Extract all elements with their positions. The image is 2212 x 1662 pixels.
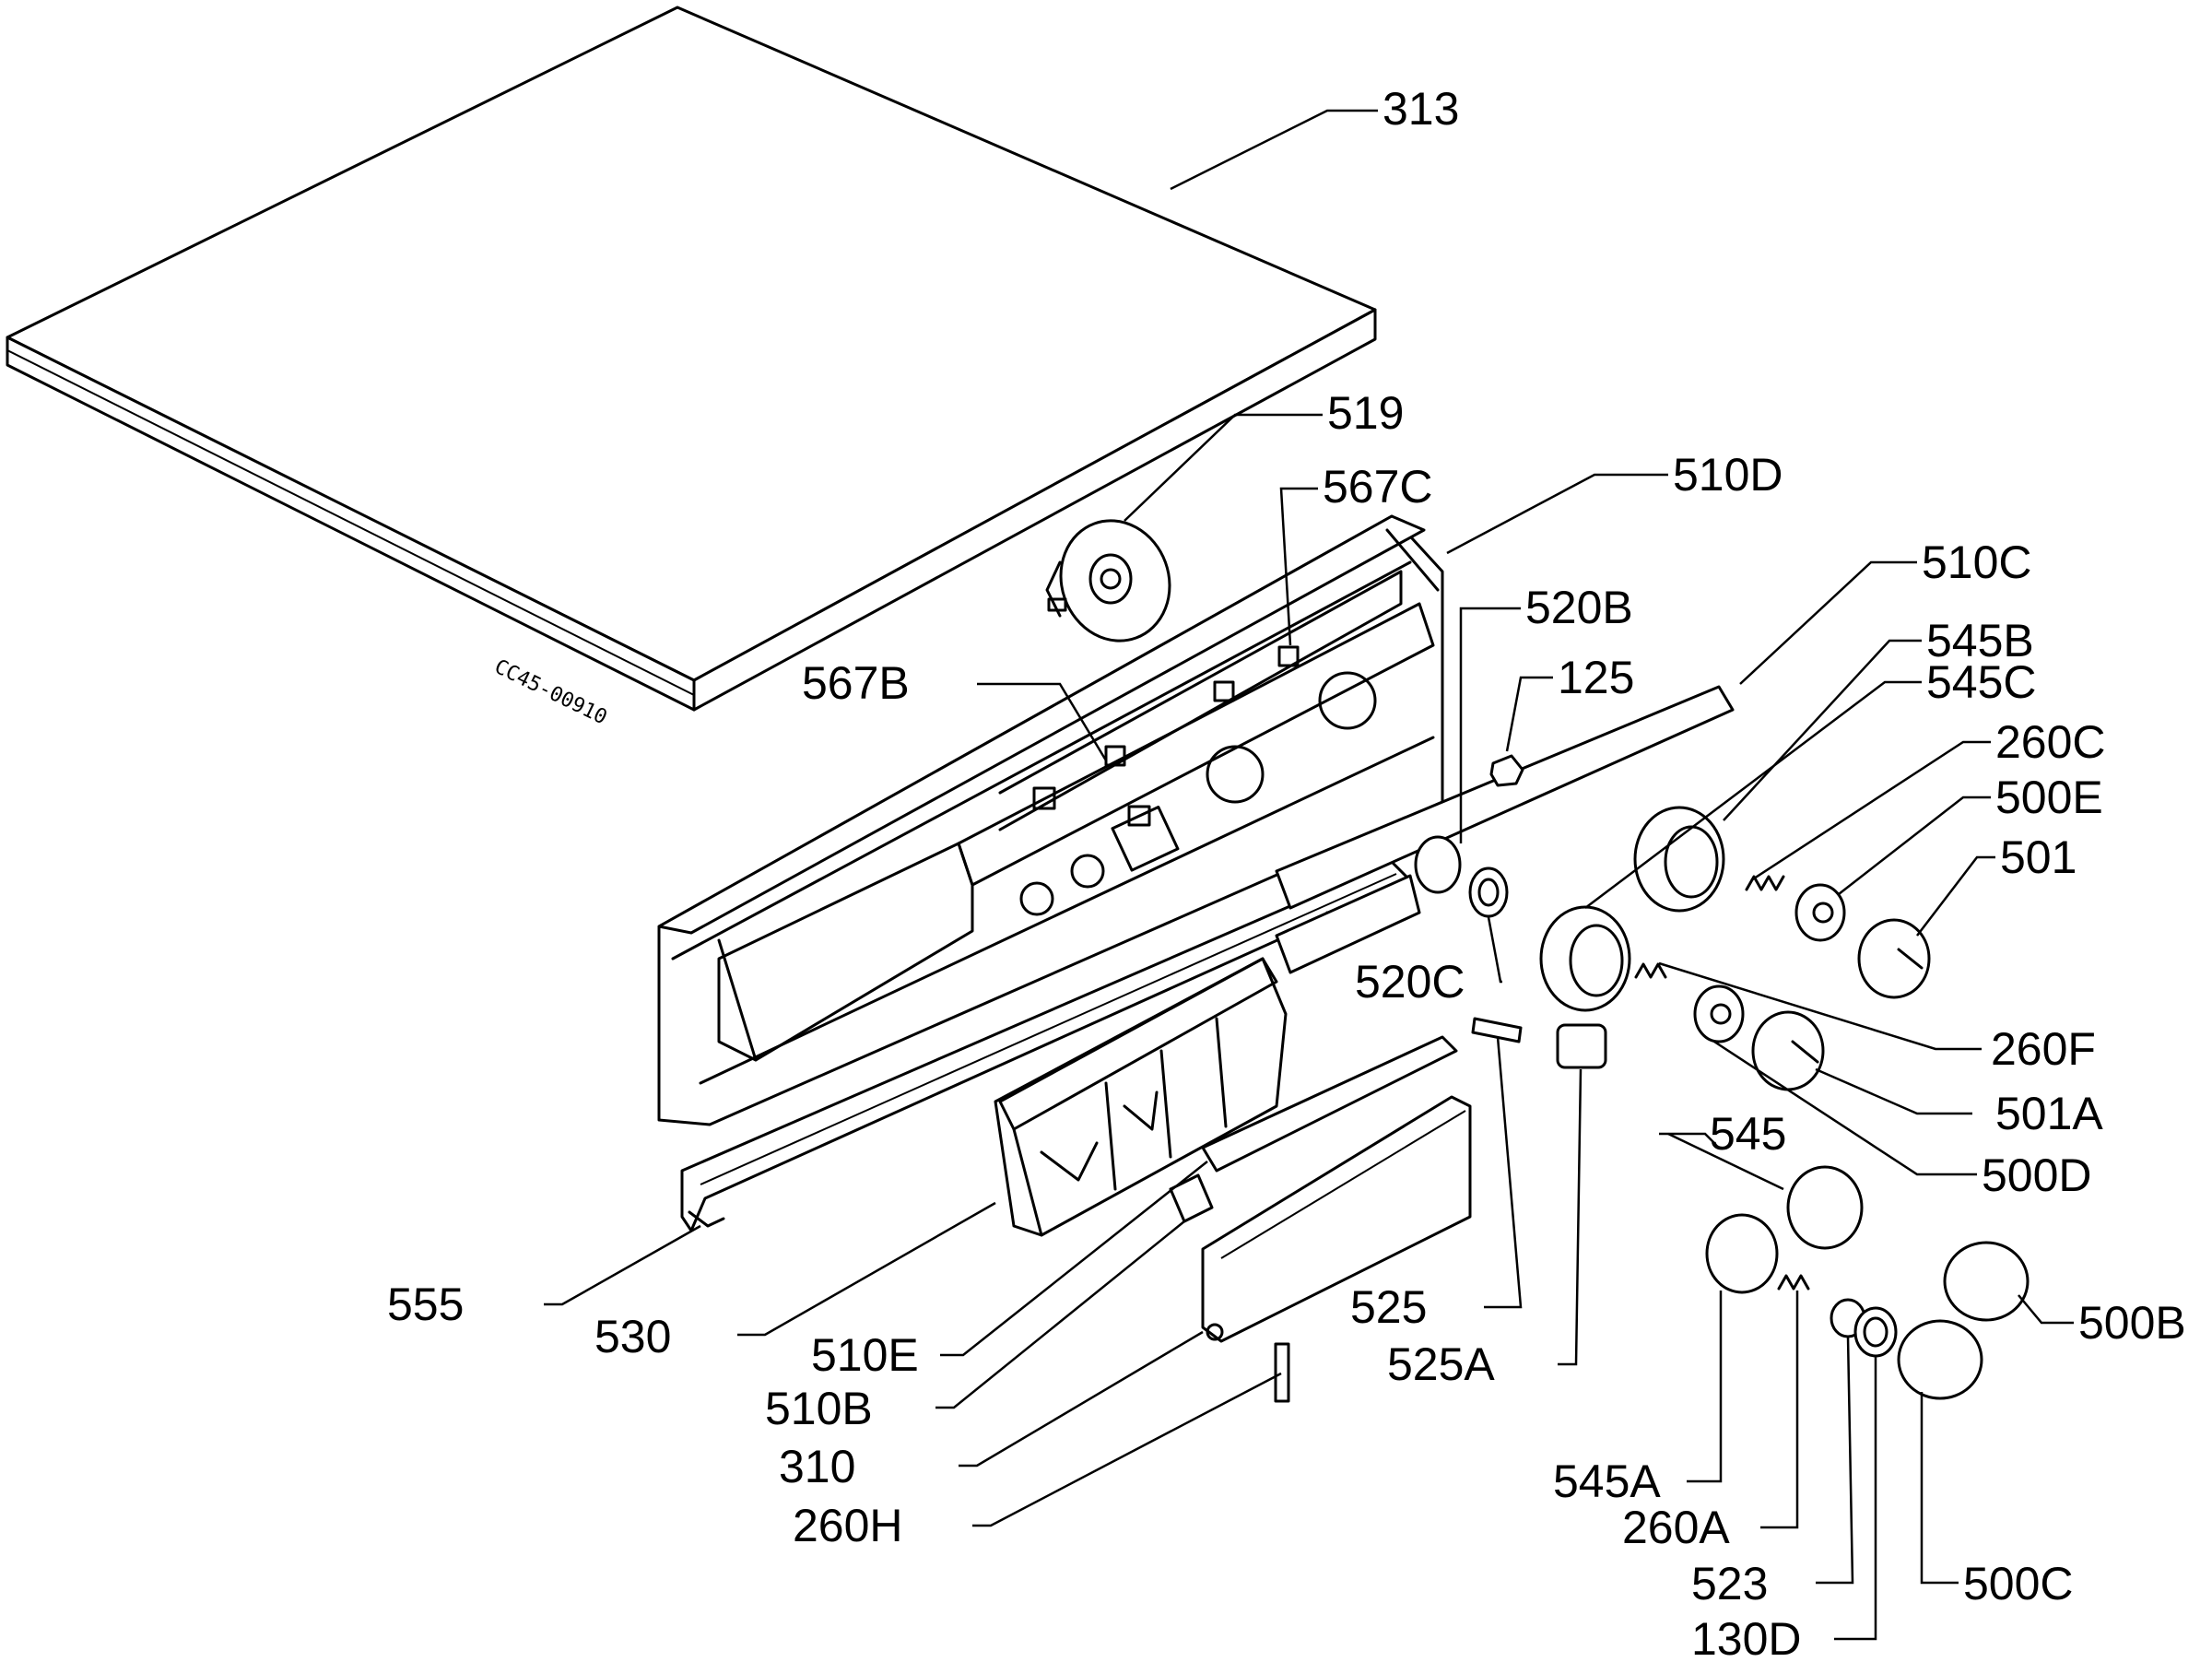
label-260f: 260F	[1991, 1023, 2096, 1075]
knob-adapter-500d	[1693, 984, 1745, 1043]
label-313: 313	[1382, 83, 1459, 135]
label-501: 501	[2000, 831, 2077, 883]
leader-lines	[544, 109, 2074, 1641]
label-520c: 520C	[1355, 956, 1465, 1008]
drawing-code: CC45-00910	[490, 655, 610, 730]
label-567b: 567B	[802, 657, 910, 709]
pin-260h	[1274, 1342, 1290, 1403]
label-567c: 567C	[1323, 461, 1433, 513]
label-525: 525	[1350, 1281, 1427, 1333]
knob-501	[1857, 918, 1931, 999]
label-530: 530	[594, 1311, 671, 1362]
label-125: 125	[1558, 652, 1634, 703]
label-545: 545	[1710, 1108, 1786, 1160]
label-545c: 545C	[1926, 656, 2037, 708]
push-button-525a	[1556, 1023, 1607, 1069]
knob-545	[1786, 1165, 1864, 1250]
clip-510b	[1169, 1173, 1214, 1223]
label-510b: 510B	[765, 1383, 873, 1434]
label-545b: 545B	[1926, 615, 2034, 666]
label-130d: 130D	[1691, 1613, 1802, 1662]
label-500c: 500C	[1963, 1558, 2074, 1609]
knob-adapter-500e	[1794, 883, 1846, 942]
detergent-drawer-530	[994, 957, 1288, 1237]
lower-trim-strip-510e	[1201, 1035, 1458, 1173]
label-545a: 545A	[1553, 1456, 1661, 1507]
knob-545a	[1705, 1213, 1779, 1294]
gear-520c	[1468, 866, 1509, 918]
nut-125	[1489, 754, 1524, 787]
label-510c: 510C	[1922, 536, 2032, 588]
label-310: 310	[779, 1441, 855, 1492]
label-260a: 260A	[1622, 1502, 1730, 1553]
label-525a: 525A	[1387, 1338, 1495, 1390]
label-501a: 501A	[1995, 1088, 2103, 1139]
spring-260a	[1777, 1274, 1810, 1291]
knob-assembly-545c	[1539, 905, 1631, 1012]
knob-501a	[1751, 1010, 1825, 1091]
door-panel-310	[1201, 1095, 1472, 1343]
label-523: 523	[1691, 1558, 1768, 1609]
side-trim-510c	[1275, 874, 1421, 974]
knob-500b	[1943, 1241, 2030, 1322]
label-260c: 260C	[1995, 716, 2106, 768]
label-260h: 260H	[793, 1500, 903, 1551]
label-510e: 510E	[811, 1329, 919, 1381]
callout-labels: 313 519 510D 567C 520B 125 510C 545B 545…	[387, 83, 2186, 1662]
timer-dial-519	[1045, 519, 1171, 642]
knob-500c	[1897, 1319, 1983, 1400]
bushing-520b	[1414, 835, 1462, 894]
label-520b: 520B	[1525, 582, 1633, 633]
push-rod-525	[1471, 1017, 1523, 1043]
top-cover-panel-313	[6, 6, 1377, 712]
label-510d: 510D	[1673, 449, 1783, 501]
spring-260f	[1634, 962, 1667, 979]
label-500d: 500D	[1982, 1149, 2092, 1201]
ring-130d	[1853, 1306, 1898, 1358]
label-500e: 500E	[1995, 772, 2103, 823]
label-500b: 500B	[2078, 1297, 2186, 1349]
label-555: 555	[387, 1279, 464, 1330]
label-519: 519	[1327, 387, 1404, 439]
